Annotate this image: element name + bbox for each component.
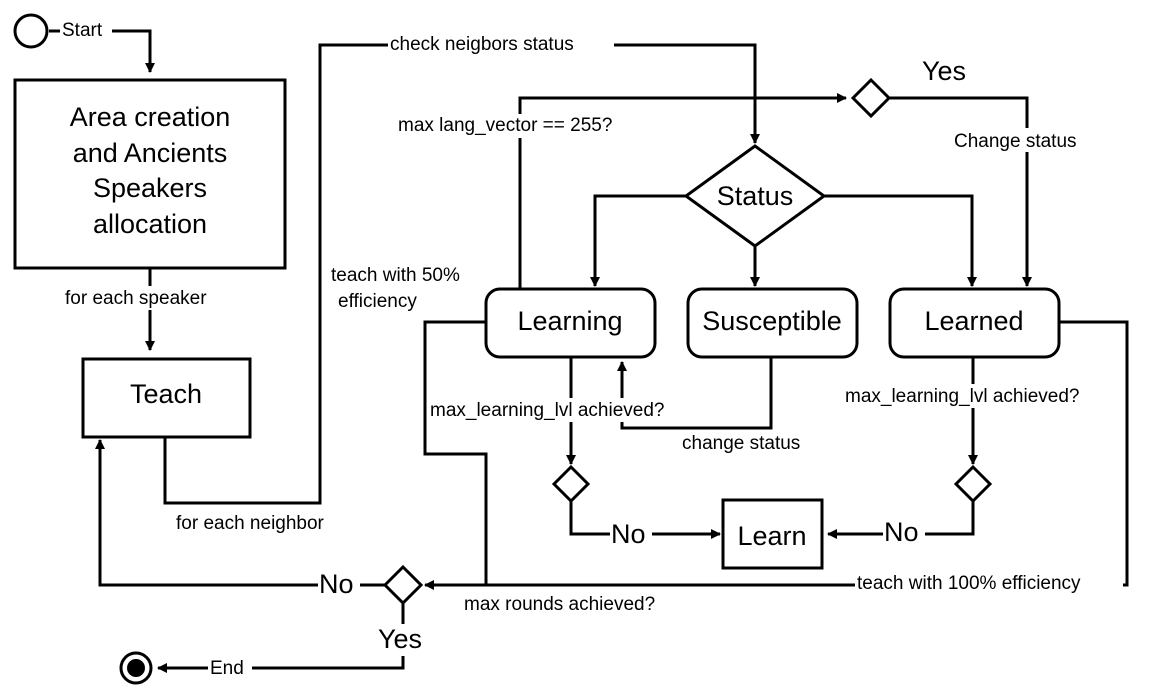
no-rounds-label: No bbox=[319, 569, 354, 599]
right-learning-check-diamond bbox=[953, 464, 993, 504]
vector-check-diamond bbox=[850, 77, 892, 119]
learn-label: Learn bbox=[737, 521, 806, 551]
no-left-label: No bbox=[611, 519, 646, 549]
start-label: Start bbox=[62, 20, 103, 41]
edge-labels: Start for each speaker for each neighbor… bbox=[60, 18, 1123, 680]
max-rounds-label: max rounds achieved? bbox=[464, 594, 655, 615]
learned-state: Learned bbox=[888, 287, 1061, 359]
status-label: Status bbox=[717, 181, 794, 211]
area-creation-line1: Area creation bbox=[70, 102, 231, 132]
edge-susceptible-to-learning bbox=[617, 357, 773, 430]
check-neighbors-label: check neigbors status bbox=[390, 34, 574, 55]
susceptible-state: Susceptible bbox=[686, 287, 859, 359]
for-each-neighbor-label: for each neighbor bbox=[176, 513, 325, 534]
teach-50-label-line1: teach with 50% bbox=[331, 265, 460, 286]
teach-box: Teach bbox=[81, 357, 252, 439]
edge-right-check-to-learn bbox=[827, 501, 975, 539]
learning-label: Learning bbox=[517, 306, 622, 336]
susceptible-label: Susceptible bbox=[702, 306, 842, 336]
learned-label: Learned bbox=[924, 306, 1023, 336]
edge-status-to-learning bbox=[590, 194, 686, 287]
rounds-check-diamond bbox=[382, 564, 424, 606]
edge-left-check-to-learn bbox=[569, 501, 721, 539]
area-creation-line4: allocation bbox=[93, 209, 207, 239]
edge-vector-check-to-learned bbox=[890, 96, 1032, 287]
change-status-bottom-label: change status bbox=[682, 433, 800, 454]
max-lang-vector-label: max lang_vector == 255? bbox=[398, 115, 612, 136]
left-learning-check-diamond bbox=[551, 464, 591, 504]
teach-label: Teach bbox=[130, 379, 202, 409]
max-learning-right-label: max_learning_lvl achieved? bbox=[845, 386, 1079, 407]
edge-learning-to-rounds bbox=[423, 320, 488, 585]
learning-state: Learning bbox=[484, 287, 657, 359]
learn-box: Learn bbox=[721, 498, 824, 570]
max-learning-left-label: max_learning_lvl achieved? bbox=[430, 400, 664, 421]
change-status-top-label: Change status bbox=[954, 131, 1077, 152]
yes-top-label: Yes bbox=[922, 56, 966, 86]
edge-rounds-to-teach bbox=[95, 439, 385, 587]
end-node-icon bbox=[119, 651, 153, 685]
teach-100-label: teach with 100% efficiency bbox=[857, 573, 1081, 594]
connectors bbox=[49, 29, 1129, 673]
area-creation-box: Area creation and Ancients Speakers allo… bbox=[13, 78, 287, 270]
edge-learning-to-vector-check bbox=[518, 93, 847, 290]
start-node-icon bbox=[13, 13, 49, 49]
status-decision: Status bbox=[683, 144, 827, 248]
yes-rounds-label: Yes bbox=[378, 624, 422, 654]
edge-learned-to-rounds bbox=[424, 320, 1129, 590]
no-right-label: No bbox=[884, 517, 919, 547]
area-creation-line2: and Ancients bbox=[73, 138, 228, 168]
edge-rounds-to-end bbox=[157, 604, 405, 673]
for-each-speaker-label: for each speaker bbox=[65, 288, 207, 309]
edge-status-to-learned bbox=[824, 194, 977, 287]
teach-50-label-line2: efficiency bbox=[338, 291, 417, 312]
end-label: End bbox=[210, 658, 244, 679]
area-creation-line3: Speakers bbox=[93, 173, 207, 203]
edge-teach-to-status bbox=[163, 43, 760, 505]
